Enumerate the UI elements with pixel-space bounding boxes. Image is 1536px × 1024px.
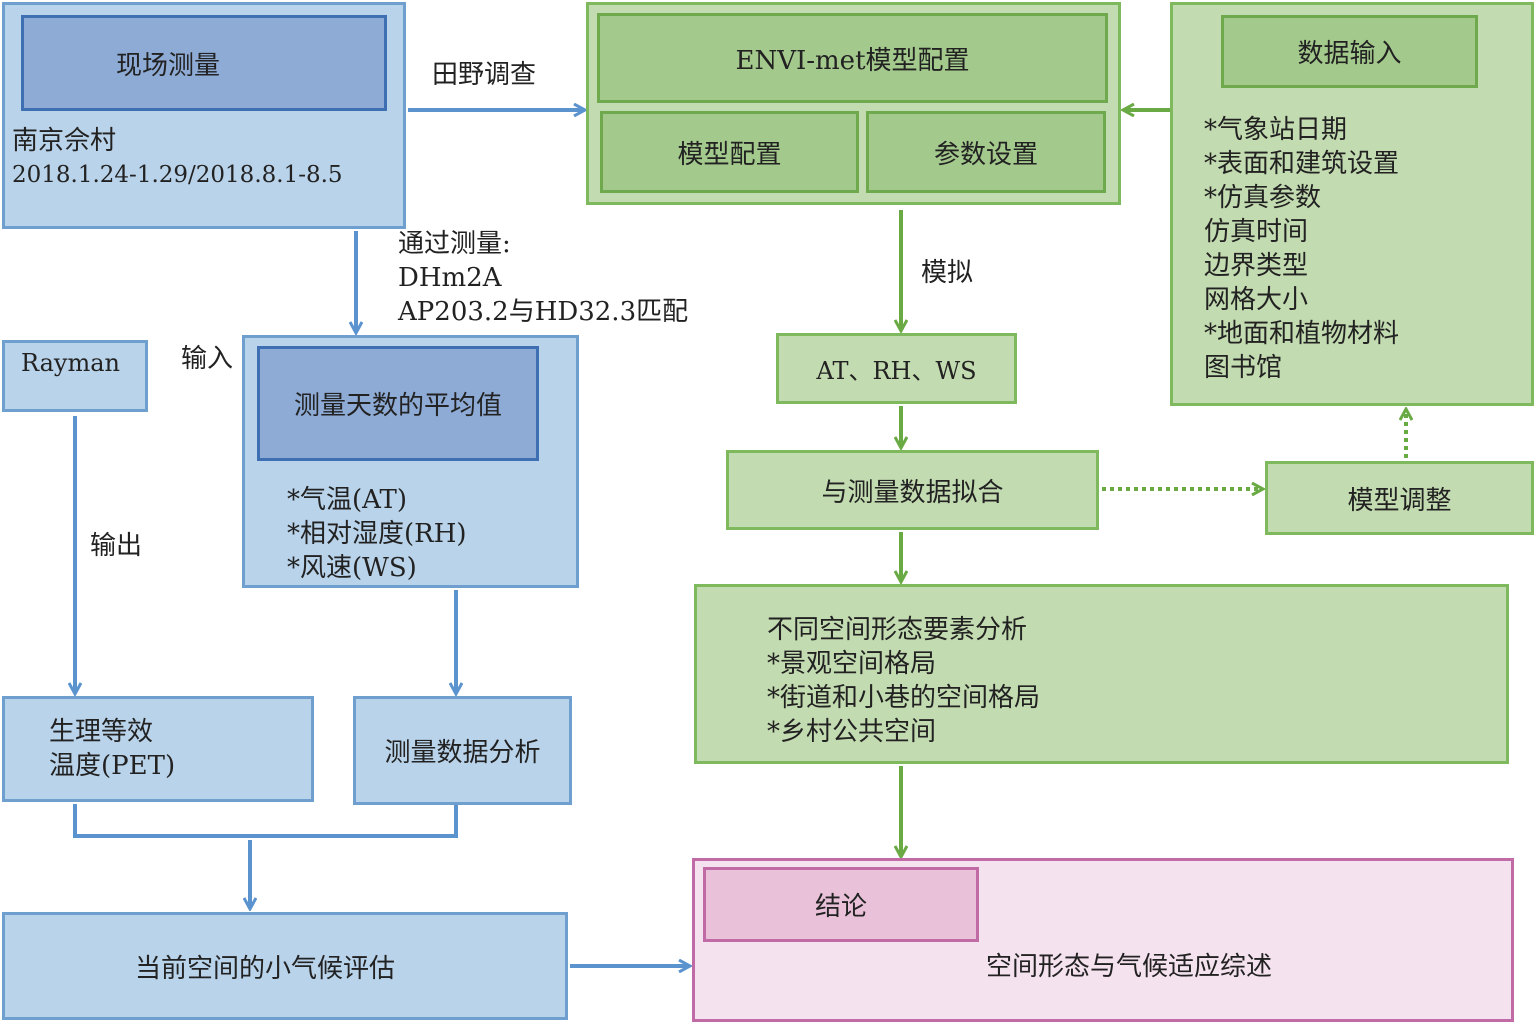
data-input-item-4: 仿真时间 — [1204, 217, 1309, 247]
microclimate-box: 当前空间的小气候评估 — [2, 912, 568, 1020]
fit-box: 与测量数据拟合 — [726, 450, 1099, 530]
label-via-measurement-2: DHm2A — [398, 263, 502, 293]
form-analysis-box: 不同空间形态要素分析 *景观空间格局 *街道和小巷的空间格局 *乡村公共空间 — [694, 584, 1509, 764]
data-analysis-box: 测量数据分析 — [353, 696, 572, 805]
field-measurement-title: 现场测量 — [116, 50, 221, 81]
pet-box: 生理等效 温度(PET) — [2, 696, 314, 802]
data-input-item-6: 网格大小 — [1204, 285, 1309, 315]
data-analysis-label: 测量数据分析 — [384, 738, 541, 768]
data-input-item-2: *表面和建筑设置 — [1204, 149, 1400, 179]
data-input-item-7: *地面和植物材料 — [1204, 319, 1400, 349]
form-analysis-item-2: *景观空间格局 — [767, 649, 937, 679]
pet-line-2: 温度(PET) — [49, 751, 176, 781]
average-item-ws: *风速(WS) — [287, 553, 417, 583]
label-input: 输入 — [181, 344, 234, 374]
pet-line-1: 生理等效 — [49, 717, 154, 747]
data-input-item-5: 边界类型 — [1204, 251, 1309, 281]
model-adjust-box: 模型调整 — [1265, 461, 1534, 535]
data-input-item-8: 图书馆 — [1204, 353, 1283, 383]
fit-label: 与测量数据拟合 — [821, 477, 1004, 508]
rayman-label: Rayman — [21, 349, 121, 377]
outputs-label: AT、RH、WS — [816, 357, 977, 385]
model-config-label: 模型配置 — [677, 139, 782, 170]
outputs-box: AT、RH、WS — [776, 333, 1017, 404]
data-input-item-3: *仿真参数 — [1204, 183, 1322, 213]
conclusion-title: 结论 — [814, 892, 867, 922]
model-config-box: 模型配置 — [600, 111, 859, 193]
envimet-title: ENVI-met模型配置 — [735, 45, 970, 76]
data-input-title: 数据输入 — [1297, 39, 1402, 69]
form-analysis-item-4: *乡村公共空间 — [767, 717, 937, 747]
param-setting-box: 参数设置 — [866, 111, 1106, 193]
label-via-measurement-3: AP203.2与HD32.3匹配 — [398, 297, 689, 327]
rayman-box: Rayman — [2, 340, 148, 412]
average-item-at: *气温(AT) — [287, 485, 407, 515]
conclusion-summary: 空间形态与气候适应综述 — [986, 952, 1273, 982]
envimet-title-box: ENVI-met模型配置 — [597, 13, 1108, 103]
label-via-measurement-1: 通过测量: — [398, 229, 511, 259]
param-setting-label: 参数设置 — [933, 139, 1038, 170]
microclimate-label: 当前空间的小气候评估 — [134, 953, 395, 984]
model-adjust-label: 模型调整 — [1347, 485, 1452, 516]
bracket-join — [73, 804, 458, 838]
form-analysis-item-3: *街道和小巷的空间格局 — [767, 683, 1041, 713]
average-item-rh: *相对湿度(RH) — [287, 519, 467, 549]
data-input-title-box: 数据输入 — [1221, 15, 1478, 88]
average-title-box: 测量天数的平均值 — [257, 346, 539, 461]
conclusion-title-box: 结论 — [703, 867, 979, 942]
field-measurement-title-box: 现场测量 — [21, 15, 387, 111]
form-analysis-item-1: 不同空间形态要素分析 — [767, 615, 1028, 645]
label-simulate: 模拟 — [921, 258, 974, 288]
data-input-item-1: *气象站日期 — [1204, 115, 1348, 145]
average-title: 测量天数的平均值 — [293, 391, 502, 421]
label-output: 输出 — [90, 531, 143, 561]
field-site: 南京佘村 — [12, 126, 117, 156]
label-field-survey: 田野调查 — [432, 60, 537, 90]
field-dates: 2018.1.24-1.29/2018.8.1-8.5 — [12, 162, 343, 188]
